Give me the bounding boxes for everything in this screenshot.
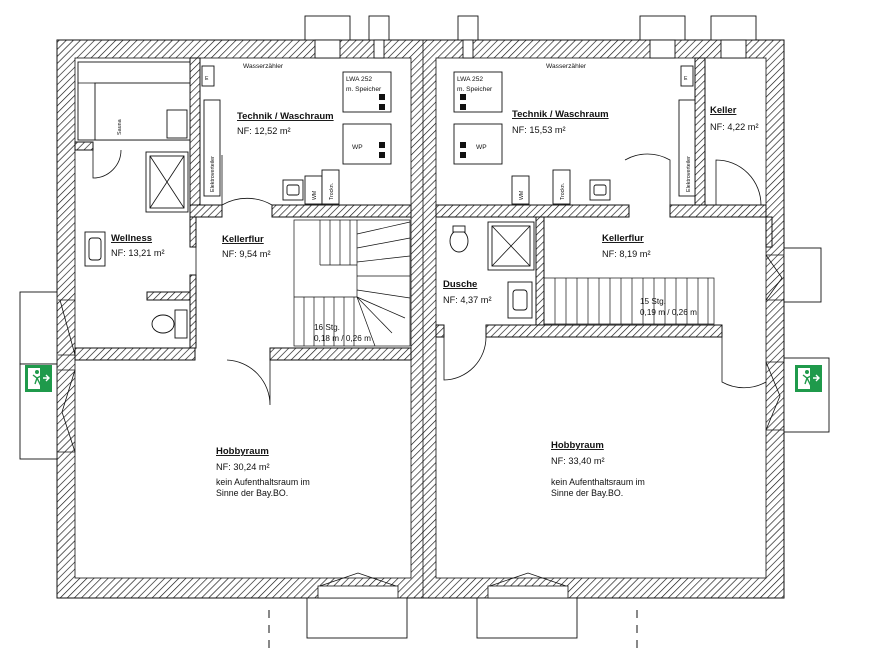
stair-left <box>293 219 411 347</box>
dryer-left <box>321 169 340 205</box>
room-name-technik-right: Technik / Waschraum <box>512 109 609 120</box>
label-wasserzaehler-right: Wasserzähler <box>546 63 587 70</box>
stair-right <box>543 277 715 325</box>
room-area-wellness: NF: 13,21 m² <box>111 248 165 258</box>
roof-shafts <box>304 15 757 59</box>
room-area-technik-right: NF: 15,53 m² <box>512 125 566 135</box>
stair-ratio-right: 0,19 m / 0,26 m <box>640 308 697 317</box>
room-note-hobbyraum-right-1: kein Aufenthaltsraum im <box>551 477 645 487</box>
outer-walls <box>56 39 785 599</box>
label-e-right: E <box>684 76 688 82</box>
label-trockner-left: Trockn. <box>329 183 335 200</box>
room-area-keller: NF: 4,22 m² <box>710 122 759 132</box>
room-area-technik-left: NF: 12,52 m² <box>237 126 291 136</box>
stair-steps-left: 16 Stg. <box>314 323 340 332</box>
stair-steps-right: 15 Stg. <box>640 297 666 306</box>
label-sauna: Sauna <box>117 119 123 135</box>
left-interior-walls <box>74 57 412 361</box>
label-lwa-left-1: LWA 252 <box>346 76 372 83</box>
room-area-kellerflur-right: NF: 8,19 m² <box>602 249 651 259</box>
room-note-hobbyraum-left-1: kein Aufenthaltsraum im <box>216 477 310 487</box>
room-name-hobbyraum-right: Hobbyraum <box>551 440 604 451</box>
electric-cabinet-right <box>678 99 696 197</box>
label-lwa-right-1: LWA 252 <box>457 76 483 83</box>
room-name-technik-left: Technik / Waschraum <box>237 111 334 122</box>
room-area-hobbyraum-right: NF: 33,40 m² <box>551 456 605 466</box>
label-wp-right: WP <box>476 144 487 151</box>
label-wasserzaehler-left: Wasserzähler <box>243 63 284 70</box>
emergency-exit-sign-icon <box>795 365 822 392</box>
toilet-right <box>449 229 469 253</box>
label-elektro-left: Elektroverteiler <box>210 156 216 192</box>
room-name-kellerflur-left: Kellerflur <box>222 234 264 245</box>
room-note-hobbyraum-left-2: Sinne der Bay.BO. <box>216 488 288 498</box>
label-wp-left: WP <box>352 144 363 151</box>
room-name-wellness: Wellness <box>111 233 152 244</box>
label-lwa-left-2: m. Speicher <box>346 86 382 93</box>
room-note-hobbyraum-right-2: Sinne der Bay.BO. <box>551 488 623 498</box>
room-name-dusche: Dusche <box>443 279 477 290</box>
room-area-kellerflur-left: NF: 9,54 m² <box>222 249 271 259</box>
room-name-kellerflur-right: Kellerflur <box>602 233 644 244</box>
right-fixtures <box>443 65 784 587</box>
dryer-right <box>552 169 571 205</box>
label-trockner-right: Trockn. <box>560 183 566 200</box>
label-elektro-right: Elektroverteiler <box>686 156 692 192</box>
left-fixtures <box>58 61 397 587</box>
stair-ratio-left: 0,18 m / 0,26 m <box>314 334 371 343</box>
room-name-hobbyraum-left: Hobbyraum <box>216 446 269 457</box>
right-interior-walls <box>435 57 773 338</box>
label-wm-right: WM <box>519 191 525 200</box>
room-area-hobbyraum-left: NF: 30,24 m² <box>216 462 270 472</box>
label-wm-left: WM <box>312 191 318 200</box>
electric-cabinet-left <box>203 99 221 197</box>
label-e-left: E <box>205 76 209 82</box>
label-lwa-right-2: m. Speicher <box>457 86 493 93</box>
room-name-keller: Keller <box>710 105 737 116</box>
room-area-dusche: NF: 4,37 m² <box>443 295 492 305</box>
toilet-left <box>151 314 175 334</box>
emergency-exit-sign-icon <box>25 365 52 392</box>
washer-right <box>511 175 530 205</box>
